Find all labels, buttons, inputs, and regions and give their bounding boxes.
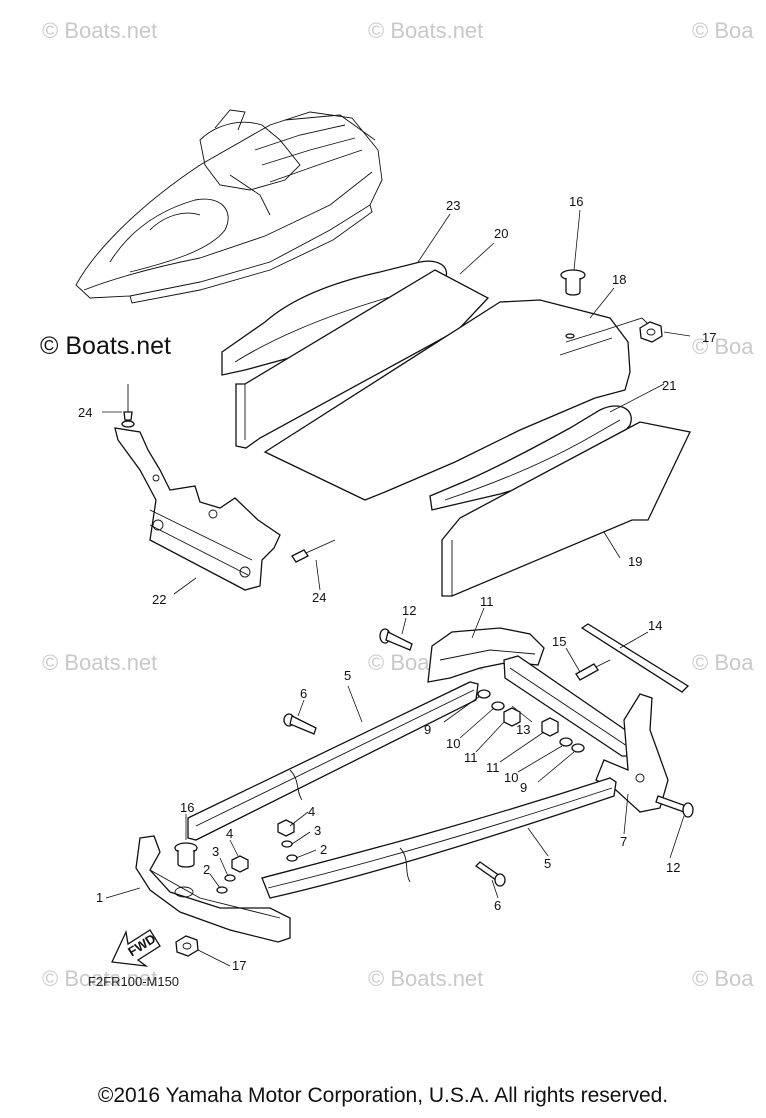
- watermark: © Boats.net: [42, 966, 158, 991]
- part-8: [427, 627, 545, 683]
- callout-11: 10: [504, 770, 518, 785]
- callout-4: 4: [308, 804, 315, 819]
- callout-12: 11: [486, 760, 500, 775]
- callout-24: 24: [78, 405, 92, 420]
- callout-labels: 23 20 16 18 17 21 19 24 22 24 12 11 14 1…: [78, 194, 716, 973]
- leader-lines: [102, 209, 691, 967]
- callout-5: 5: [544, 856, 551, 871]
- callout-13: 13: [516, 722, 530, 737]
- callout-5: 5: [344, 668, 351, 683]
- part-1: [135, 835, 291, 943]
- callout-14: 14: [648, 618, 662, 633]
- callout-17: 17: [232, 958, 246, 973]
- part-5-right: [261, 777, 617, 899]
- watercraft-overview: [75, 109, 383, 304]
- callout-18: 18: [612, 272, 626, 287]
- callout-22: 23: [446, 198, 460, 213]
- callout-15: 15: [552, 634, 566, 649]
- part-9-lower: [655, 795, 694, 818]
- callout-1: 1: [96, 890, 103, 905]
- callout-16: 16: [569, 194, 583, 209]
- watermark: © Boa: [692, 966, 754, 991]
- callout-3: 3: [212, 844, 219, 859]
- part-24-top: [121, 384, 135, 428]
- watermark: © Boats.net: [368, 966, 484, 991]
- part-14: [580, 623, 690, 693]
- part-16-top: [560, 269, 586, 339]
- watermark: © Boa: [692, 650, 754, 675]
- watermark: © Boats.net: [42, 18, 158, 43]
- part-15: [575, 659, 611, 681]
- watermark: © Boa: [692, 18, 754, 43]
- callout-10: 9: [424, 722, 431, 737]
- diagram-code: F2FR100-M150: [88, 974, 180, 989]
- part-24-lower: [291, 539, 336, 563]
- callout-19: 19: [628, 554, 642, 569]
- part-5-left: [187, 681, 479, 841]
- part-17-lower: [175, 935, 199, 957]
- watermark: © Boats.net: [42, 650, 158, 675]
- part-17-top: [639, 321, 663, 343]
- callout-20: 20: [494, 226, 508, 241]
- watermark: © Boa: [692, 334, 754, 359]
- watermark: © Boats.net: [368, 18, 484, 43]
- callout-12: 11: [464, 750, 478, 765]
- part-23: [114, 427, 281, 591]
- part-16-lower: [174, 842, 198, 868]
- callout-8: 11: [480, 594, 494, 609]
- part-6-screws: [283, 713, 506, 887]
- callout-2: 2: [203, 862, 210, 877]
- brand-watermark: © Boats.net: [40, 332, 171, 360]
- callout-9: 12: [402, 603, 416, 618]
- callout-7: 7: [620, 834, 627, 849]
- copyright-notice: ©2016 Yamaha Motor Corporation, U.S.A. A…: [97, 1084, 669, 1107]
- callout-24: 24: [312, 590, 326, 605]
- callout-17: 17: [702, 330, 716, 345]
- callout-6: 6: [300, 686, 307, 701]
- callout-21: 21: [662, 378, 676, 393]
- callout-4: 4: [226, 826, 233, 841]
- part-9-upper: [379, 628, 413, 651]
- callout-16: 16: [180, 800, 194, 815]
- callout-9: 12: [666, 860, 680, 875]
- callout-2: 2: [320, 842, 327, 857]
- fwd-arrow: FWD: [111, 929, 161, 967]
- callout-3: 3: [314, 823, 321, 838]
- callout-6: 6: [494, 898, 501, 913]
- callout-23: 22: [152, 592, 166, 607]
- part-19: [441, 421, 691, 597]
- callout-11: 10: [446, 736, 460, 751]
- callout-10: 9: [520, 780, 527, 795]
